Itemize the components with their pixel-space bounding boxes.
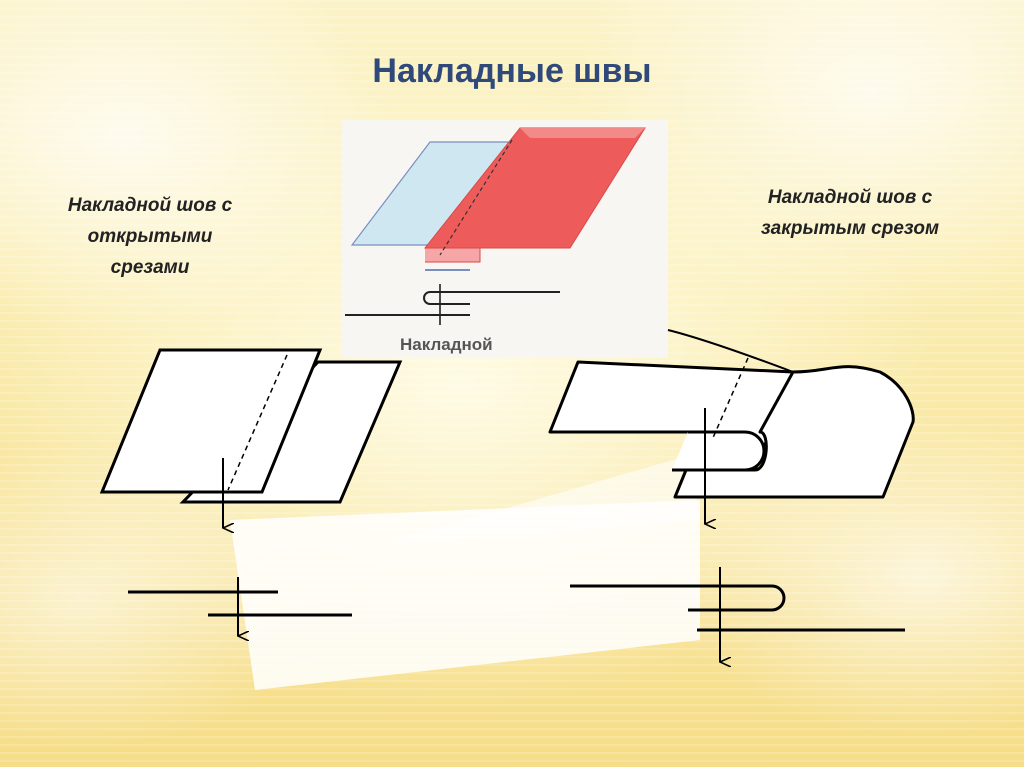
closed-edge-stitch xyxy=(711,357,749,441)
caption-line: закрытым срезом xyxy=(760,218,940,239)
open-edges-schematic xyxy=(128,590,352,617)
closed-edge-diagram xyxy=(548,360,915,499)
seam-photo: Накладной xyxy=(342,120,668,358)
white-wedge-shape xyxy=(230,500,700,690)
folded-edge xyxy=(672,430,766,472)
photo-label: Накладной xyxy=(400,335,493,354)
caption-open-edges: Накладной шов с открытыми срезами xyxy=(40,190,260,283)
top-fabric xyxy=(99,348,323,494)
open-edges-diagram xyxy=(99,348,403,504)
white-wedge-shape-upper xyxy=(380,455,700,545)
caption-line: открытыми xyxy=(87,226,213,247)
caption-line: Накладной шов с xyxy=(67,195,233,216)
caption-line: Накладной шов с xyxy=(767,187,933,208)
closed-edge-schematic xyxy=(570,584,905,632)
stitch-line xyxy=(439,139,513,256)
caption-line: срезами xyxy=(110,257,190,278)
red-fabric-fold xyxy=(425,247,481,263)
front-fabric xyxy=(673,365,915,499)
caption-closed-edge: Накладной шов с закрытым срезом xyxy=(730,182,970,244)
schematic-fold xyxy=(423,291,470,305)
page-title: Накладные швы xyxy=(372,52,652,90)
schematic-fold xyxy=(688,584,786,612)
red-fabric-highlight xyxy=(520,128,645,138)
top-fabric-edge xyxy=(667,329,794,373)
open-edges-stitch xyxy=(227,354,288,491)
